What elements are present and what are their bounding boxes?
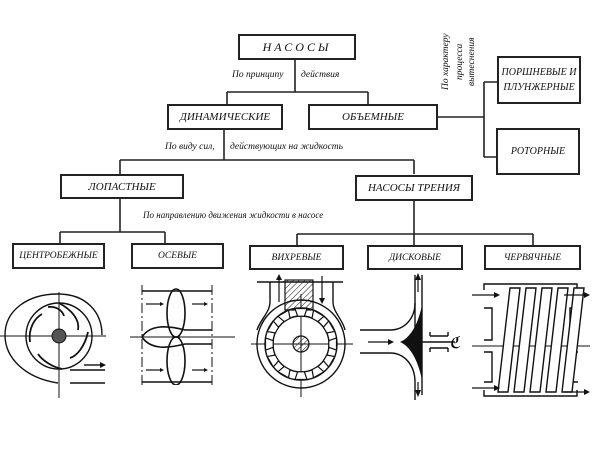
connector-vane-branch	[59, 231, 166, 243]
criterion-principle-left: По принципу	[232, 70, 284, 80]
section-lines	[141, 285, 213, 385]
label-axial: ОСЕВЫЕ	[158, 251, 197, 261]
axial-pump-illustration	[130, 285, 235, 385]
arrow-icon	[204, 302, 208, 306]
casing-top-bottom	[483, 283, 578, 397]
criterion-forces-right: действующих на жидкость	[230, 142, 343, 152]
helix-strip	[513, 287, 537, 393]
label-friction: НАСОСЫ ТРЕНИЯ	[367, 182, 461, 194]
arrow-icon	[494, 292, 500, 298]
box-rotary: РОТОРНЫЕ	[496, 128, 580, 175]
root-label: НАСОСЫ	[262, 40, 332, 54]
pipe-walls	[142, 290, 212, 383]
impeller-teeth	[264, 307, 338, 381]
label-disk: ДИСКОВЫЕ	[389, 252, 441, 263]
impeller-tooth	[266, 320, 280, 334]
hub	[141, 326, 212, 348]
label-screw: ЧЕРВЯЧНЫЕ	[503, 252, 562, 263]
root-box-pumps: НАСОСЫ	[238, 34, 356, 60]
discharge-pipe	[70, 369, 105, 384]
volute-casing	[4, 293, 103, 384]
label-rotary: РОТОРНЫЕ	[510, 145, 566, 157]
helix-strip	[529, 287, 553, 393]
box-vane: ЛОПАСТНЫЕ	[60, 174, 184, 199]
vortex-pump-illustration	[251, 274, 353, 397]
label-piston-line1: ПОРШНЕВЫЕ И	[501, 67, 577, 78]
label-piston-line2: ПЛУНЖЕРНЫЕ	[503, 82, 575, 93]
box-disk: ДИСКОВЫЕ	[367, 245, 463, 270]
shaft	[292, 335, 310, 353]
criterion-direction: По направлению движения жидкости в насос…	[143, 210, 324, 220]
up-arrow-icon	[415, 273, 421, 280]
connector-friction-branch	[296, 233, 534, 245]
box-axial: ОСЕВЫЕ	[131, 243, 224, 269]
partition-hatched	[284, 279, 314, 311]
impeller-tooth	[322, 354, 336, 368]
impeller-tooth	[328, 337, 338, 351]
inlet-arrow-icon	[388, 339, 394, 345]
arrow-icon	[160, 302, 164, 306]
box-friction: НАСОСЫ ТРЕНИЯ	[355, 175, 473, 201]
outlet-arrow-icon	[276, 274, 282, 280]
impeller-tooth	[294, 307, 308, 317]
disk-pump-illustration: ℭ	[360, 273, 460, 400]
helix-strip	[545, 287, 569, 393]
label-vortex: ВИХРЕВЫЕ	[271, 252, 322, 263]
arrow-icon	[584, 292, 590, 298]
screw-pump-illustration	[472, 283, 590, 397]
box-piston-plunger: ПОРШНЕВЫЕ И ПЛУНЖЕРНЫЕ	[497, 56, 581, 104]
box-vortex: ВИХРЕВЫЕ	[249, 245, 344, 270]
inlet-arrow-icon	[319, 298, 325, 304]
flow-arrow-head	[100, 362, 106, 368]
connector-root-branch	[226, 91, 369, 104]
criterion-principle-right: действия	[301, 70, 340, 80]
arrow-icon	[204, 368, 208, 372]
blade-bottom	[166, 336, 186, 385]
arrow-icon	[160, 368, 164, 372]
impeller-tooth	[311, 365, 325, 379]
criterion-displacement-line1: По характеру	[441, 33, 451, 90]
left-housing	[484, 307, 493, 383]
criterion-forces-left: По виду сил,	[165, 142, 215, 152]
connector-volumetric-branch	[483, 81, 498, 158]
bearing	[429, 332, 449, 352]
casing-neck	[256, 282, 346, 331]
impeller-tooth	[266, 354, 280, 368]
label-volumetric: ОБЪЕМНЫЕ	[341, 111, 404, 123]
inlet-channels	[360, 302, 416, 400]
impeller-tooth	[264, 337, 274, 351]
shaft-hub	[51, 328, 67, 344]
impeller-tooth	[277, 365, 291, 379]
impeller-tooth	[294, 371, 308, 381]
box-screw: ЧЕРВЯЧНЫЕ	[484, 245, 581, 270]
connector-dynamic-branch	[119, 159, 415, 174]
disk-wedge	[400, 305, 422, 380]
helix-strip	[497, 287, 521, 393]
impeller-tooth	[311, 309, 325, 323]
impeller-blades	[28, 302, 89, 370]
arrow-icon	[584, 389, 590, 395]
centrifugal-pump-illustration	[0, 292, 106, 398]
criterion-displacement-line3: вытеснения	[467, 37, 477, 86]
label-vane: ЛОПАСТНЫЕ	[88, 180, 156, 193]
box-volumetric: ОБЪЕМНЫЕ	[308, 104, 438, 130]
arrow-icon	[494, 385, 500, 391]
rotation-symbol: ℭ	[449, 333, 460, 352]
label-centrifugal: ЦЕНТРОБЕЖНЫЕ	[19, 251, 98, 261]
criterion-displacement-line2: процесса	[455, 43, 465, 80]
label-dynamic: ДИНАМИЧЕСКИЕ	[179, 111, 271, 123]
screw-helix	[497, 287, 585, 393]
box-centrifugal: ЦЕНТРОБЕЖНЫЕ	[12, 243, 105, 269]
impeller-tooth	[322, 320, 336, 334]
down-arrow-icon	[415, 390, 421, 397]
box-dynamic: ДИНАМИЧЕСКИЕ	[167, 104, 283, 130]
impeller-tooth	[277, 309, 291, 323]
